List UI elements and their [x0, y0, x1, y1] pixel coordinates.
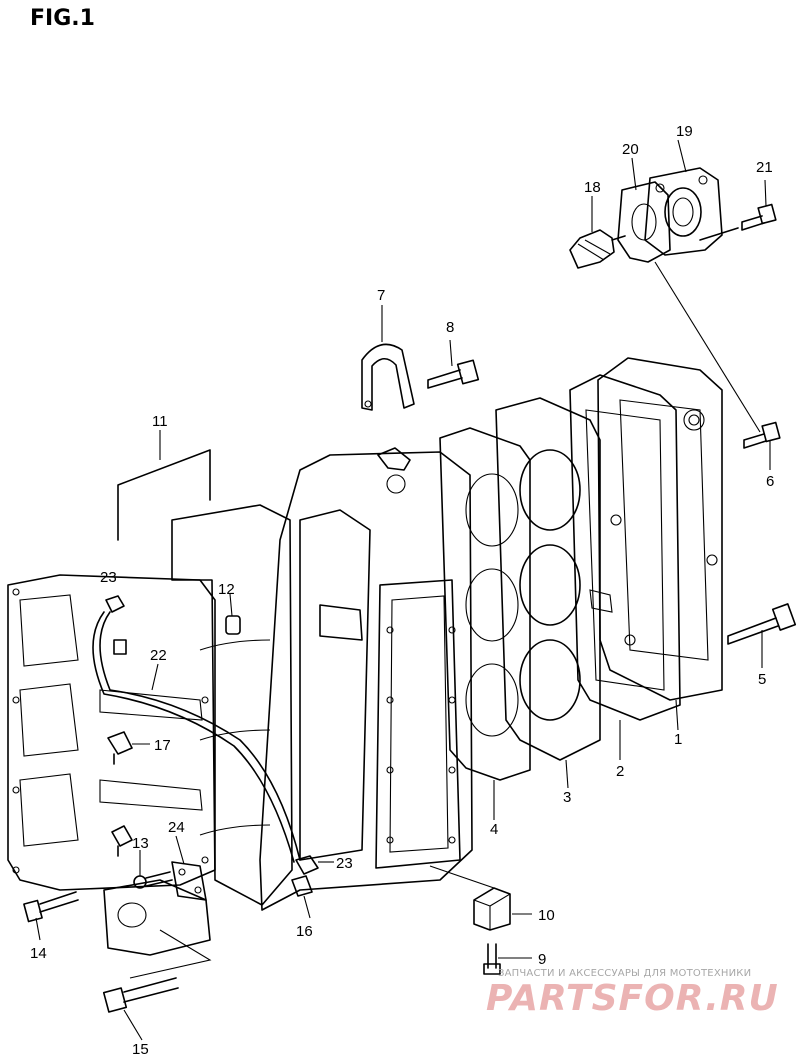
- fitting-23-lower: [295, 855, 319, 875]
- plug-16: [291, 875, 313, 897]
- callout-8: 8: [446, 319, 454, 336]
- thermostat-18: [569, 229, 626, 269]
- anode-cover: [103, 879, 211, 956]
- watermark-logo: PARTSFOR.RU: [486, 978, 779, 1019]
- callout-22: 22: [150, 647, 167, 664]
- elbow-fitting-13: [111, 825, 133, 857]
- callout-18: 18: [584, 179, 601, 196]
- callout-7: 7: [377, 287, 385, 304]
- block-10: [473, 887, 511, 931]
- cylinder-head-3: [495, 397, 613, 761]
- fitting-23-upper: [105, 595, 125, 613]
- cylinder-head-cover-1: [597, 357, 723, 701]
- hose-22: [92, 611, 301, 863]
- thermostat-gasket-20: [617, 181, 671, 263]
- figure-title: FIG.1: [30, 6, 95, 31]
- bolt-6: [743, 421, 781, 449]
- bolt-9: [483, 943, 501, 975]
- cylinder-block-11: [259, 447, 473, 911]
- bolt-14: [23, 891, 79, 923]
- crankcase: [7, 504, 293, 906]
- thermostat-cover-19: [644, 167, 739, 256]
- callout-19: 19: [676, 123, 693, 140]
- callout-12: 12: [218, 581, 235, 598]
- callout-11: 11: [152, 413, 168, 430]
- bolt-15: [102, 977, 179, 1013]
- bolt-21: [741, 203, 777, 231]
- callout-5: 5: [758, 671, 766, 688]
- callout-6: 6: [766, 473, 774, 490]
- callout-3: 3: [563, 789, 571, 806]
- callout-10: 10: [538, 907, 555, 924]
- callout-labels: 1 2 3 4 5 6 7 8 9 10 11 12 13 14 15 16 1…: [30, 123, 774, 1058]
- callout-21: 21: [756, 159, 773, 176]
- elbow-fitting-17: [107, 731, 133, 765]
- callout-4: 4: [490, 821, 498, 838]
- leader-lines: [35, 139, 771, 1041]
- callout-1: 1: [674, 731, 682, 748]
- callout-20: 20: [622, 141, 639, 158]
- watermark-caption: ЗАПЧАСТИ И АКСЕССУАРЫ ДЛЯ МОТОТЕХНИКИ: [498, 968, 752, 979]
- dowel-pin-12: [225, 615, 241, 635]
- bolt-8: [427, 359, 480, 389]
- callout-15: 15: [132, 1041, 149, 1058]
- callout-23-upper: 23: [100, 569, 117, 586]
- callout-17: 17: [154, 737, 171, 754]
- head-gasket-4: [439, 427, 531, 781]
- callout-23-lower: 23: [336, 855, 353, 872]
- head-cover-gasket-2: [569, 374, 681, 721]
- clamp-7: [361, 343, 415, 411]
- callout-2: 2: [616, 763, 624, 780]
- callout-9: 9: [538, 951, 546, 968]
- callout-16: 16: [296, 923, 313, 940]
- callout-14: 14: [30, 945, 47, 962]
- callout-24: 24: [168, 819, 185, 836]
- bolt-5: [727, 603, 797, 645]
- callout-13: 13: [132, 835, 149, 852]
